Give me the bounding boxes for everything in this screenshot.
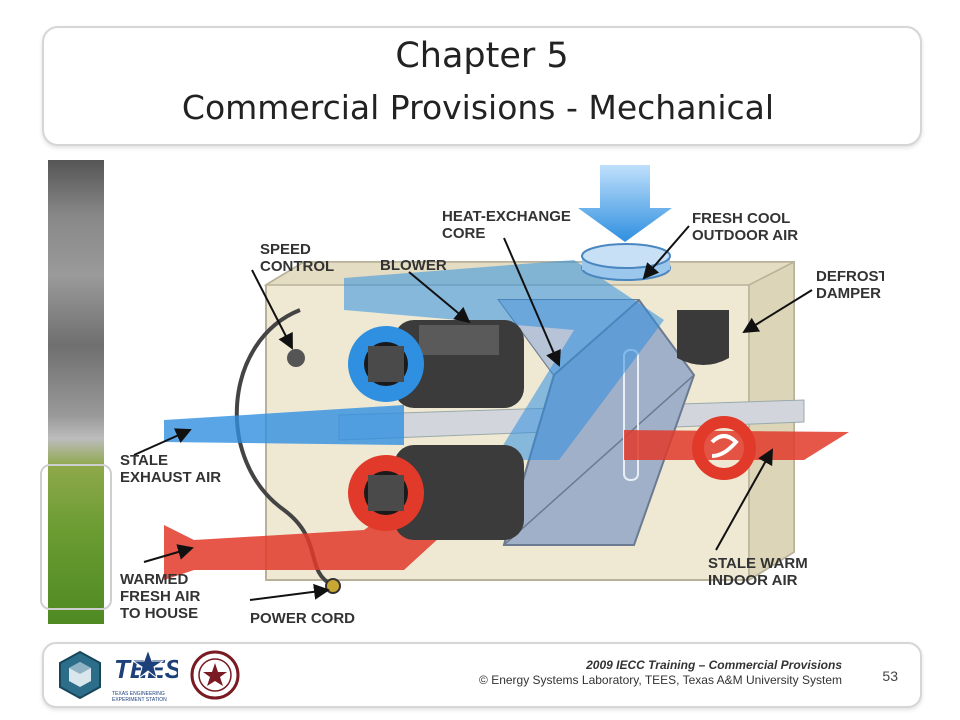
label-heat-exchange-core-2: CORE [442, 225, 485, 242]
label-blower: BLOWER [380, 257, 447, 274]
page-number: 53 [882, 668, 898, 684]
footer-bar: TEES TEXAS ENGINEERING EXPERIMENT STATIO… [42, 642, 922, 708]
label-warmed-3: TO HOUSE [120, 605, 198, 622]
label-warmed-1: WARMED [120, 571, 188, 588]
leader-lines [133, 225, 813, 601]
tees-star-logo: TEES TEXAS ENGINEERING EXPERIMENT STATIO… [112, 648, 183, 703]
texas-am-seal-logo [190, 650, 240, 700]
label-fresh-cool-1: FRESH COOL [692, 210, 790, 227]
footer-course-title: 2009 IECC Training – Commercial Provisio… [586, 658, 842, 672]
speed-control-knob [287, 349, 305, 367]
esl-cube-logo [59, 650, 101, 700]
label-speed-control-2: CONTROL [260, 258, 334, 275]
stale-exhaust-flow [164, 405, 404, 445]
blower-upper [348, 320, 524, 408]
slide-title-chapter: Chapter 5 [395, 36, 569, 76]
decorative-photo-strip [48, 160, 104, 624]
hrv-diagram: HEAT-EXCHANGE CORE FRESH COOL OUTDOOR AI… [120, 165, 884, 627]
title-box: Chapter 5 Commercial Provisions - Mechan… [42, 26, 922, 146]
label-defrost-1: DEFROST [816, 268, 884, 285]
fresh-air-flow-path [344, 260, 664, 460]
stale-warm-flow [624, 430, 849, 460]
label-warmed-2: FRESH AIR [120, 588, 200, 605]
label-heat-exchange-core-1: HEAT-EXCHANGE [442, 208, 571, 225]
decorative-frame [40, 464, 112, 610]
fresh-cool-outdoor-arrow [578, 165, 672, 242]
blower-lower [348, 445, 524, 540]
label-stale-warm-2: INDOOR AIR [708, 572, 798, 589]
label-defrost-2: DAMPER [816, 285, 881, 302]
slide-title-subject: Commercial Provisions - Mechanical [181, 88, 775, 127]
label-stale-exhaust-2: EXHAUST AIR [120, 469, 221, 486]
footer-copyright: © Energy Systems Laboratory, TEES, Texas… [479, 673, 842, 687]
tees-caption: TEXAS ENGINEERING EXPERIMENT STATION [112, 691, 167, 703]
label-speed-control-1: SPEED [260, 241, 311, 258]
label-fresh-cool-2: OUTDOOR AIR [692, 227, 798, 244]
label-stale-exhaust-1: STALE [120, 452, 168, 469]
defrost-damper [677, 310, 729, 365]
exhaust-wheel [692, 416, 756, 480]
label-stale-warm-1: STALE WARM [708, 555, 808, 572]
label-power-cord: POWER CORD [250, 610, 355, 627]
